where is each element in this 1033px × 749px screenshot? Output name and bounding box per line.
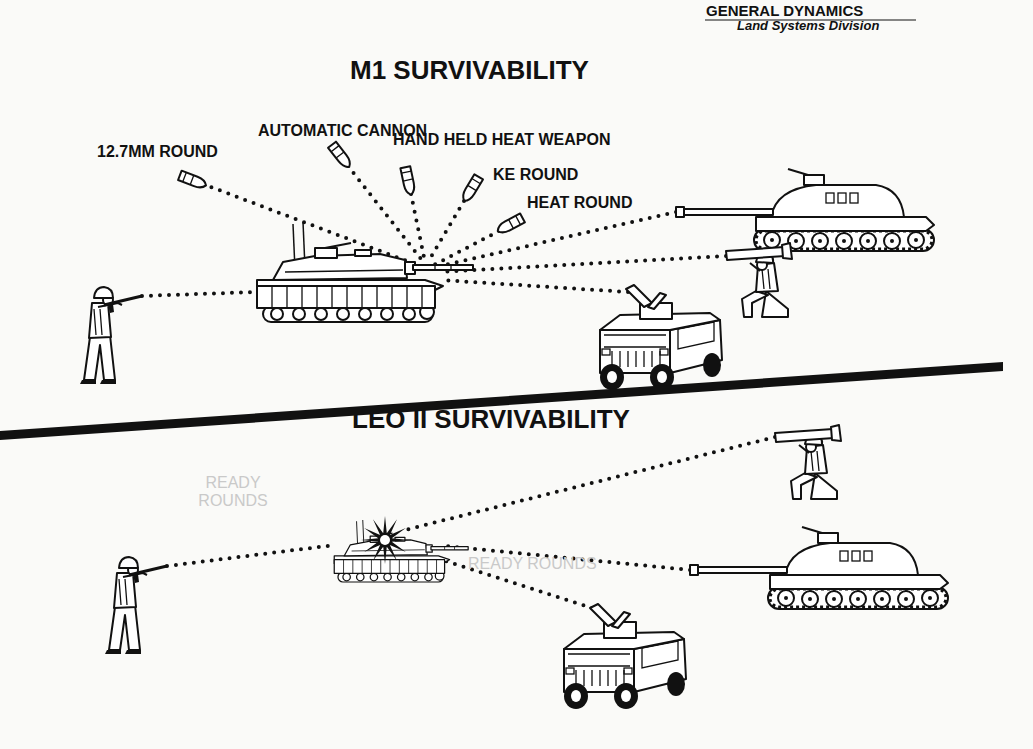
round-icon: [495, 213, 524, 235]
rocket-soldier: [726, 243, 792, 317]
fire-line: [440, 212, 676, 266]
section-heading: LEO II SURVIVABILITY: [352, 405, 630, 434]
round-icon: [178, 171, 208, 190]
company-name: GENERAL DYNAMICS: [706, 3, 863, 20]
fire-line: [167, 545, 335, 566]
gun-vehicle: [564, 604, 686, 709]
leo-tank: [334, 520, 468, 582]
round-icon: [400, 166, 416, 195]
rocket-soldier: [775, 425, 841, 499]
rifleman: [105, 557, 167, 654]
fire-line: [440, 280, 628, 292]
threat-label: 12.7MM ROUND: [97, 143, 218, 161]
leader-line: [411, 194, 425, 262]
threat-label: HAND HELD HEAT WEAPON: [393, 131, 610, 149]
division-name: Land Systems Division: [737, 19, 879, 33]
m1-tank: [257, 222, 473, 322]
bleed-through-text: READY ROUNDS: [468, 555, 597, 573]
leader-line: [432, 231, 499, 266]
section-heading: M1 SURVIVABILITY: [350, 56, 589, 85]
rifleman: [80, 287, 142, 384]
enemy-tank: [676, 169, 934, 251]
leader-line: [203, 184, 420, 266]
bleed-through-text: READY ROUNDS: [188, 474, 278, 509]
round-icon: [328, 142, 353, 170]
explosion-core: [380, 535, 390, 545]
fire-line: [405, 437, 775, 530]
threat-label: HEAT ROUND: [527, 194, 632, 212]
fire-line: [440, 256, 726, 272]
explosion-burst: [361, 516, 409, 564]
fire-line: [142, 292, 255, 296]
threat-label: KE ROUND: [493, 166, 578, 184]
gun-vehicle: [600, 285, 722, 390]
round-icon: [460, 174, 483, 203]
divider-bar: [0, 362, 1003, 440]
enemy-tank: [690, 527, 948, 609]
